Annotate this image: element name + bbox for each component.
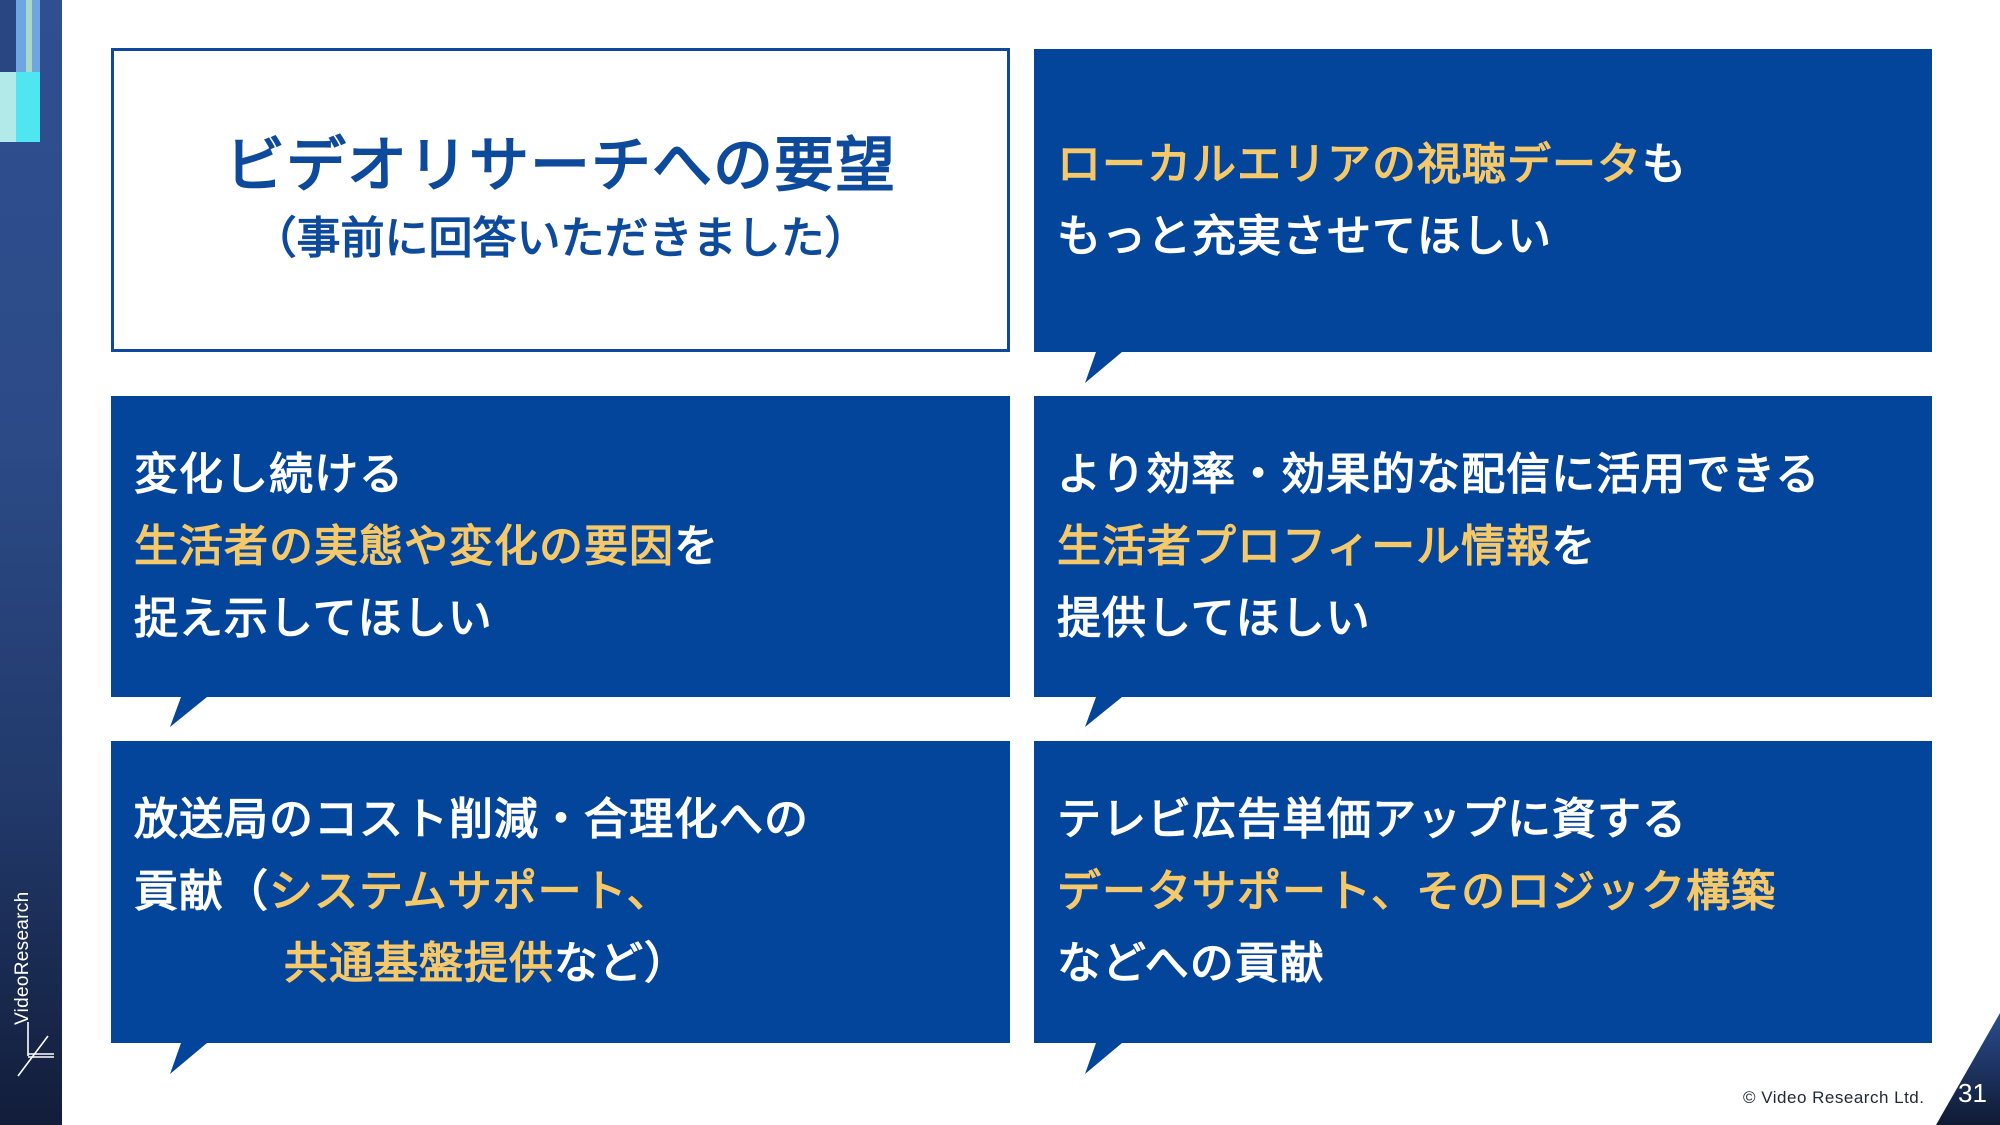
bubble-line: 共通基盤提供など） — [134, 928, 1010, 1000]
decor-block-pale-cyan — [0, 72, 16, 142]
speech-bubble-local-data: ローカルエリアの視聴データも もっと充実させてほしい — [1034, 49, 1932, 383]
bubble-line: 貢献（システムサポート、 — [134, 856, 1010, 928]
bubble-tail-icon — [170, 1043, 207, 1074]
plain-text: 貢献（ — [134, 866, 269, 917]
plain-text: など） — [554, 938, 689, 989]
bubble-line: 生活者の実態や変化の要因を — [134, 511, 1010, 583]
bubble-tail-icon — [1085, 1043, 1122, 1074]
decor-stripe-blue — [16, 0, 26, 72]
bubble-line: 生活者プロフィール情報を — [1057, 511, 1932, 583]
page-subtitle: （事前に回答いただきました） — [252, 213, 869, 265]
highlight-text: 生活者の実態や変化の要因 — [134, 520, 674, 572]
bubble-line: もっと充実させてほしい — [1057, 210, 1552, 262]
brand-logo-text: VideoResearch — [12, 891, 33, 1025]
speech-bubble-cost-reduction: 放送局のコスト削減・合理化への 貢献（システムサポート、 共通基盤提供など） — [111, 741, 1010, 1074]
bubble-line: データサポート、そのロジック構築 — [1057, 866, 1777, 917]
bubble-tail-icon — [1085, 352, 1122, 383]
title-box: ビデオリサーチへの要望 （事前に回答いただきました） — [111, 48, 1010, 352]
page-number: 31 — [1958, 1078, 1987, 1108]
bubble-line: 放送局のコスト削減・合理化への — [134, 794, 809, 845]
decor-stripe-blue-2 — [32, 0, 40, 72]
highlight-text: システムサポート、 — [269, 866, 672, 917]
bubble-tail-icon — [1085, 697, 1122, 727]
plain-text: も — [1642, 138, 1687, 190]
brand-logo-icon — [17, 1022, 54, 1077]
decor-block-cyan — [16, 72, 40, 142]
bubble-line: テレビ広告単価アップに資する — [1057, 794, 1687, 845]
corner-triangle-decor — [1936, 1013, 2000, 1125]
plain-text: を — [1551, 520, 1597, 572]
highlight-text: 生活者プロフィール情報 — [1057, 520, 1552, 572]
bubble-line: 捉え示してほしい — [134, 592, 493, 644]
speech-bubble-ad-price: テレビ広告単価アップに資する データサポート、そのロジック構築 などへの貢献 — [1034, 741, 1932, 1074]
plain-text: を — [674, 520, 719, 572]
page-title: ビデオリサーチへの要望 — [225, 131, 896, 202]
copyright-text: © Video Research Ltd. — [1743, 1088, 1925, 1107]
decor-stripe-green — [26, 0, 32, 72]
highlight-text: ローカルエリアの視聴データ — [1057, 138, 1642, 190]
bubble-line: などへの貢献 — [1057, 938, 1325, 989]
speech-bubble-profile-info: より効率・効果的な配信に活用できる 生活者プロフィール情報を 提供してほしい — [1034, 396, 1932, 727]
sidebar-band — [0, 0, 62, 1125]
speech-bubble-consumer-insight: 変化し続ける 生活者の実態や変化の要因を 捉え示してほしい — [111, 396, 1010, 727]
highlight-text: 共通基盤提供 — [284, 938, 554, 989]
bubble-line: 提供してほしい — [1057, 592, 1371, 644]
decor-block-dark — [0, 0, 16, 72]
bubble-line: より効率・効果的な配信に活用できる — [1057, 448, 1821, 500]
bubble-tail-icon — [170, 697, 207, 727]
bubble-line: 変化し続ける — [134, 448, 404, 500]
bubble-line: ローカルエリアの視聴データも — [1057, 129, 1932, 201]
